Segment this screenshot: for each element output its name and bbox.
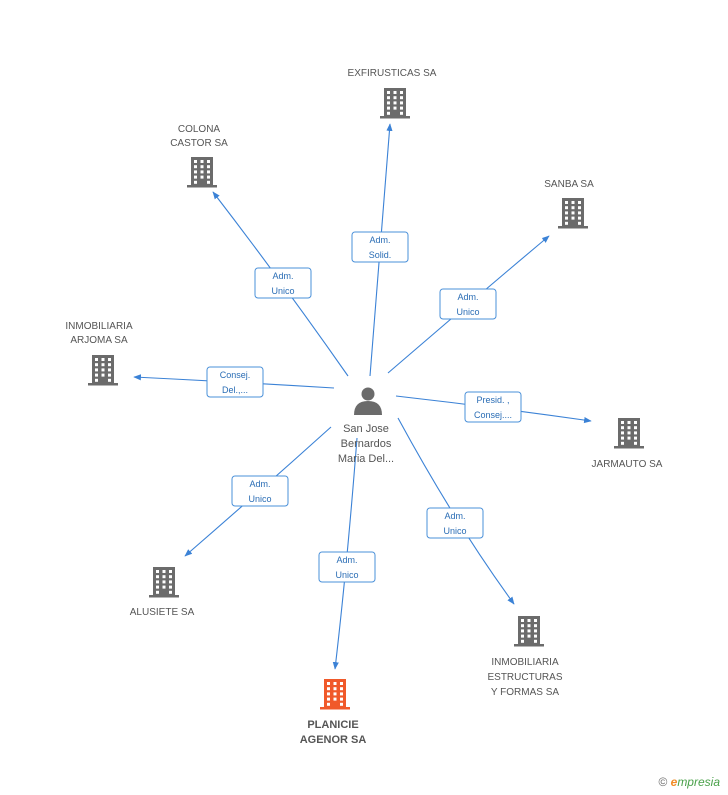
relation-label-text: Presid. ,: [476, 395, 509, 405]
copyright-icon: ©: [658, 775, 668, 789]
person-icon: [354, 387, 382, 415]
company-name-text: ESTRUCTURAS: [487, 672, 562, 683]
company-name-text: Y FORMAS SA: [491, 687, 559, 698]
company-name-text: AGENOR SA: [300, 734, 367, 746]
person-name-text: Maria Del...: [338, 453, 394, 465]
relation-label-text: Unico: [456, 307, 479, 317]
brand-logo-initial: e: [670, 775, 678, 789]
company-node-planicie[interactable]: PLANICIE AGENOR SA: [300, 679, 367, 746]
relation-label-alusiete[interactable]: Adm. Unico: [231, 475, 289, 507]
relation-label-sanba[interactable]: Adm. Unico: [439, 288, 497, 320]
company-name-text: COLONA: [178, 124, 221, 135]
relation-label-arjoma[interactable]: Consej. Del.,...: [206, 366, 264, 398]
relation-label-exfirusticas[interactable]: Adm. Solid.: [351, 231, 409, 263]
company-node-exfirusticas[interactable]: EXFIRUSTICAS SA: [348, 68, 437, 119]
relation-label-text: Adm.: [336, 555, 357, 565]
relation-label-text: Adm.: [369, 235, 390, 245]
brand-logo-text: mpresia: [677, 775, 720, 789]
relation-label-text: Unico: [271, 286, 294, 296]
relation-label-jarmauto[interactable]: Presid. , Consej....: [464, 391, 522, 423]
company-name-text: INMOBILIARIA: [65, 321, 133, 332]
company-node-sanba[interactable]: SANBA SA: [544, 179, 594, 229]
building-icon: [614, 418, 644, 449]
company-nodes-layer: EXFIRUSTICAS SA COLONA CASTOR SA SANBA SA IN…: [65, 68, 662, 746]
relation-label-text: Unico: [443, 526, 466, 536]
relation-labels-layer: Adm.Solid.Adm.UnicoAdm.UnicoConsej.Del.,…: [206, 231, 522, 583]
relation-label-text: Consej.: [220, 370, 251, 380]
company-name-text: ALUSIETE SA: [130, 607, 195, 618]
relation-label-colona[interactable]: Adm. Unico: [254, 267, 312, 299]
person-name-text: Bernardos: [341, 438, 392, 450]
company-name-text: INMOBILIARIA: [491, 657, 559, 668]
relation-label-text: Adm.: [272, 271, 293, 281]
company-name-text: EXFIRUSTICAS SA: [348, 68, 437, 79]
company-node-colona[interactable]: COLONA CASTOR SA: [170, 124, 228, 188]
company-node-jarmauto[interactable]: JARMAUTO SA: [592, 418, 663, 470]
company-name-text: CASTOR SA: [170, 138, 228, 149]
relation-label-planicie[interactable]: Adm. Unico: [318, 551, 376, 583]
building-icon: [514, 616, 544, 647]
company-node-arjoma[interactable]: INMOBILIARIA ARJOMA SA: [65, 321, 133, 386]
copyright-footer: © empresia: [658, 775, 720, 789]
building-icon: [558, 198, 588, 229]
building-icon: [88, 355, 118, 386]
relation-label-text: Del.,...: [222, 385, 248, 395]
relation-label-text: Adm.: [444, 511, 465, 521]
person-name-text: San Jose: [343, 423, 389, 435]
relation-label-text: Adm.: [457, 292, 478, 302]
relation-label-text: Adm.: [249, 479, 270, 489]
building-icon: [320, 679, 350, 710]
relation-label-text: Unico: [335, 570, 358, 580]
relation-label-text: Consej....: [474, 410, 512, 420]
building-icon: [380, 88, 410, 119]
building-icon: [187, 157, 217, 188]
relation-label-estructuras[interactable]: Adm. Unico: [426, 507, 484, 539]
company-name-text: PLANICIE: [307, 719, 358, 731]
company-name-text: JARMAUTO SA: [592, 459, 663, 470]
company-node-alusiete[interactable]: ALUSIETE SA: [130, 567, 195, 618]
company-node-estructuras[interactable]: INMOBILIARIA ESTRUCTURAS Y FORMAS SA: [487, 616, 563, 698]
relation-label-text: Unico: [248, 494, 271, 504]
company-name-text: SANBA SA: [544, 179, 594, 190]
building-icon: [149, 567, 179, 598]
company-name-text: ARJOMA SA: [70, 335, 128, 346]
relation-label-text: Solid.: [369, 250, 392, 260]
